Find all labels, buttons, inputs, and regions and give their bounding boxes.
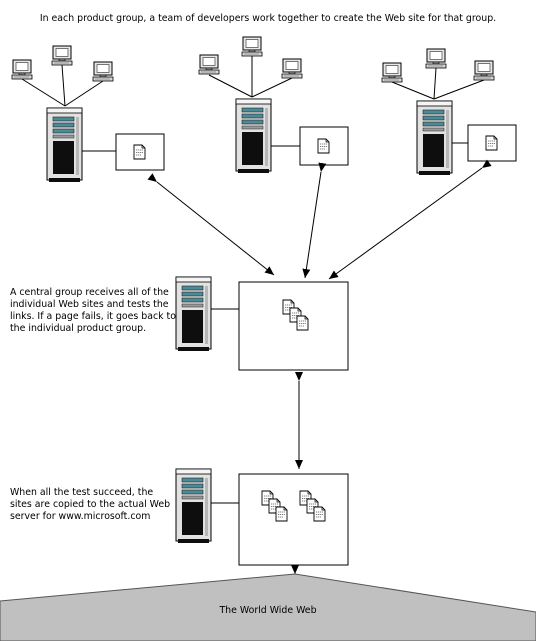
product-group-3 bbox=[381, 48, 517, 176]
central-sites-box bbox=[238, 281, 349, 371]
developer-computer-icon bbox=[92, 61, 114, 82]
connector-arrows bbox=[147, 159, 492, 469]
developer-computer-icon bbox=[473, 60, 495, 81]
developer-computer-icon bbox=[198, 54, 220, 75]
developer-computer-icon bbox=[381, 62, 403, 83]
developer-computer-icon bbox=[281, 58, 303, 79]
production-server-group bbox=[175, 468, 349, 574]
group-server-icon bbox=[235, 98, 272, 174]
document-icon bbox=[133, 144, 146, 160]
product-group-1 bbox=[11, 45, 165, 183]
developer-computer-icon bbox=[11, 59, 33, 80]
group-server-icon bbox=[416, 100, 453, 176]
group-site-box bbox=[467, 124, 517, 162]
central-server-icon bbox=[175, 276, 212, 352]
top-caption: In each product group, a team of develop… bbox=[39, 13, 497, 24]
developer-computer-icon bbox=[241, 36, 263, 57]
production-sites-box bbox=[238, 473, 349, 566]
developer-computer-icon bbox=[425, 48, 447, 69]
central-group-caption: A central group receives all of the indi… bbox=[10, 287, 176, 334]
product-group-2 bbox=[198, 36, 349, 174]
document-icon bbox=[317, 138, 330, 154]
central-test-group bbox=[175, 276, 349, 371]
world-wide-web-shape bbox=[0, 573, 536, 641]
world-wide-web-label: The World Wide Web bbox=[219, 605, 317, 616]
production-server-icon bbox=[175, 468, 212, 544]
publish-caption: When all the test succeed, the sites are… bbox=[10, 487, 171, 522]
group-server-icon bbox=[46, 107, 83, 183]
developer-computer-icon bbox=[51, 45, 73, 66]
document-icon bbox=[485, 135, 498, 151]
